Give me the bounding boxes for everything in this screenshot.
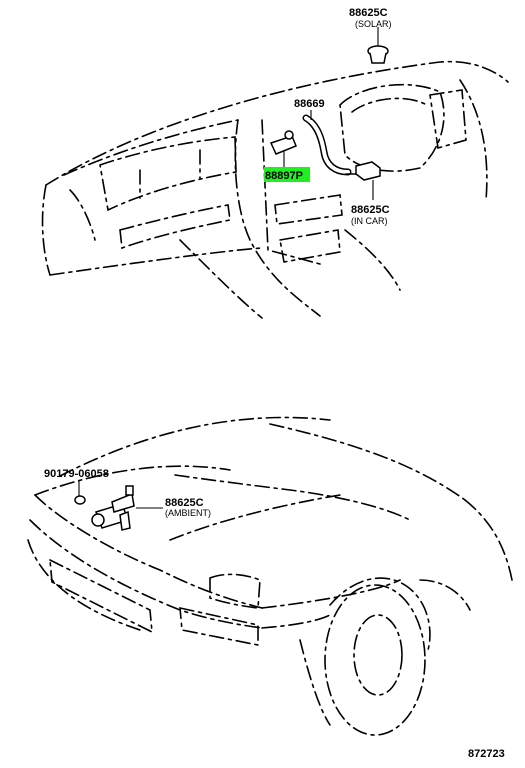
ambient-sensor bbox=[74, 485, 135, 531]
car-front-illustration bbox=[27, 416, 513, 736]
hose-part-number: 88669 bbox=[294, 98, 325, 110]
solar-sensor bbox=[367, 45, 389, 64]
dashboard-illustration bbox=[41, 60, 509, 319]
solar-note: (SOLAR) bbox=[355, 19, 392, 29]
solar-part-number: 88625C bbox=[349, 7, 388, 19]
highlighted-part-number: 88897P bbox=[265, 170, 303, 182]
in-car-sensor bbox=[345, 161, 381, 181]
in-car-part-number: 88625C bbox=[351, 204, 390, 216]
bolt-part-number: 90179-06058 bbox=[44, 468, 109, 480]
in-car-note: (IN CAR) bbox=[351, 216, 388, 226]
ambient-note: (AMBIENT) bbox=[165, 508, 211, 518]
highlight-box bbox=[264, 167, 310, 182]
aspirator-hose bbox=[302, 114, 352, 176]
diagram-number: 872723 bbox=[468, 748, 505, 760]
aspirator bbox=[269, 130, 297, 155]
ambient-part-number: 88625C bbox=[165, 497, 204, 509]
